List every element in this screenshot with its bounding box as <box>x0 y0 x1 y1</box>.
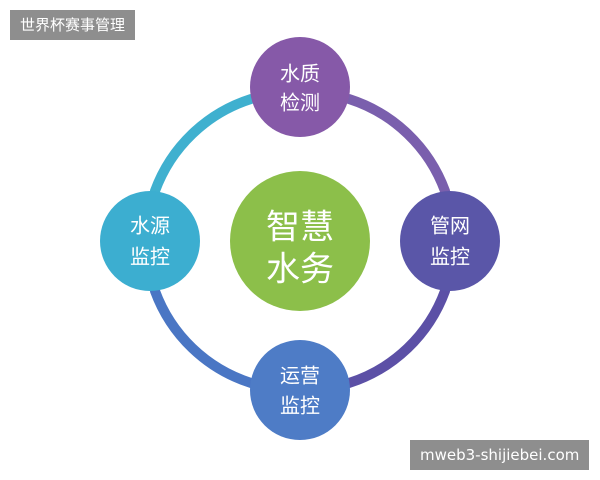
ring-arc-left-top <box>150 94 256 196</box>
node-operations-line2: 监控 <box>280 394 320 418</box>
ring-arc-top-right <box>344 94 450 196</box>
node-water-source-circle <box>100 191 200 291</box>
ring-arc-right-bottom <box>344 286 450 388</box>
center-node-line1: 智慧 <box>266 208 334 248</box>
watermark-bottom: mweb3-shijiebei.com <box>410 440 590 470</box>
node-water-quality-line1: 水质 <box>280 62 320 86</box>
node-water-quality-circle <box>250 37 350 137</box>
node-water-source-line2: 监控 <box>130 245 170 269</box>
node-pipe-network-circle <box>400 191 500 291</box>
node-operations: 运营 监控 <box>250 340 350 440</box>
watermark-top: 世界杯赛事管理 <box>10 10 136 40</box>
node-water-quality: 水质 检测 <box>250 37 350 137</box>
ring-arc-bottom-left <box>150 286 256 388</box>
node-pipe-network-line1: 管网 <box>430 214 470 238</box>
node-operations-circle <box>250 340 350 440</box>
node-water-source: 水源 监控 <box>100 191 200 291</box>
center-node-line2: 水务 <box>266 250 334 290</box>
node-water-quality-line2: 检测 <box>280 91 320 115</box>
node-operations-line1: 运营 <box>280 364 320 388</box>
node-water-source-line1: 水源 <box>130 214 170 238</box>
node-pipe-network-line2: 监控 <box>430 245 470 269</box>
center-node-circle <box>230 171 370 311</box>
center-node: 智慧 水务 <box>230 171 370 311</box>
node-pipe-network: 管网 监控 <box>400 191 500 291</box>
